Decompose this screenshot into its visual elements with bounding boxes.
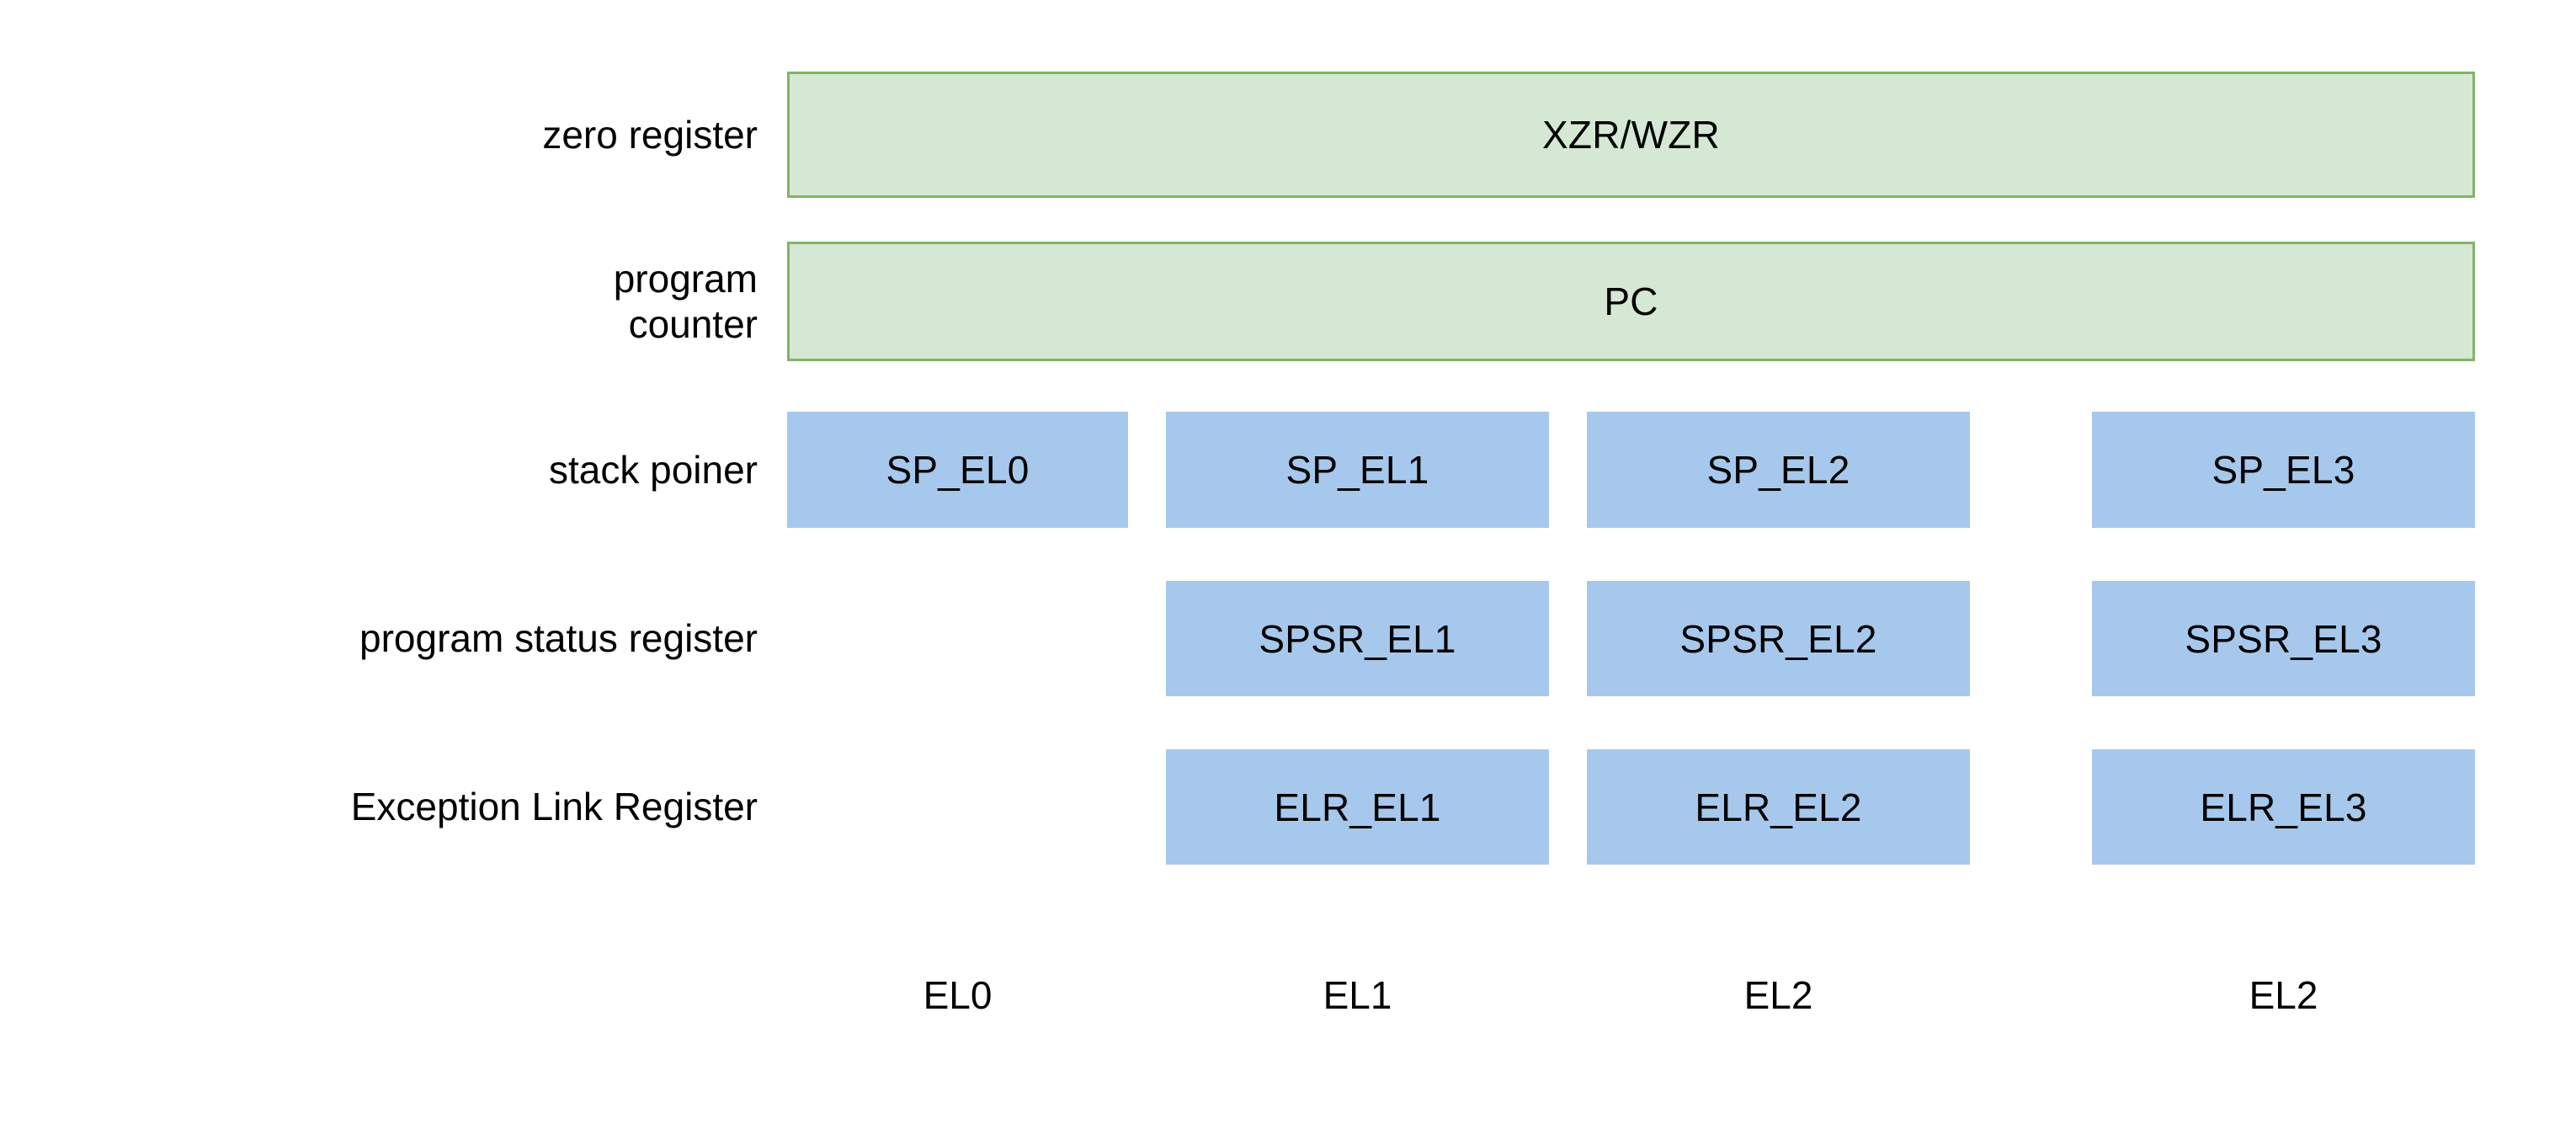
row-label-program-counter: program counter: [613, 256, 758, 346]
box-elr-el1[interactable]: ELR_EL1: [1166, 749, 1549, 865]
box-spsr-el3[interactable]: SPSR_EL3: [2092, 581, 2475, 696]
box-spsr-el2[interactable]: SPSR_EL2: [1587, 581, 1970, 696]
row-label-zero-register: zero register: [542, 112, 758, 157]
row-label-exception-link-register: Exception Link Register: [350, 785, 758, 829]
box-sp-el0[interactable]: SP_EL0: [787, 412, 1128, 528]
box-elr-el3[interactable]: ELR_EL3: [2092, 749, 2475, 865]
column-label-el3: EL2: [2249, 973, 2318, 1017]
column-label-el0: EL0: [923, 973, 993, 1017]
box-sp-el3[interactable]: SP_EL3: [2092, 412, 2475, 528]
box-xzr-wzr[interactable]: XZR/WZR: [787, 72, 2475, 198]
box-sp-el2[interactable]: SP_EL2: [1587, 412, 1970, 528]
column-label-el1: EL1: [1323, 973, 1392, 1017]
column-label-el2: EL2: [1743, 973, 1813, 1017]
row-label-program-status-register: program status register: [359, 616, 758, 661]
box-sp-el1[interactable]: SP_EL1: [1166, 412, 1549, 528]
box-pc[interactable]: PC: [787, 242, 2475, 361]
box-elr-el2[interactable]: ELR_EL2: [1587, 749, 1970, 865]
row-label-stack-pointer: stack poiner: [548, 447, 758, 492]
box-spsr-el1[interactable]: SPSR_EL1: [1166, 581, 1549, 696]
